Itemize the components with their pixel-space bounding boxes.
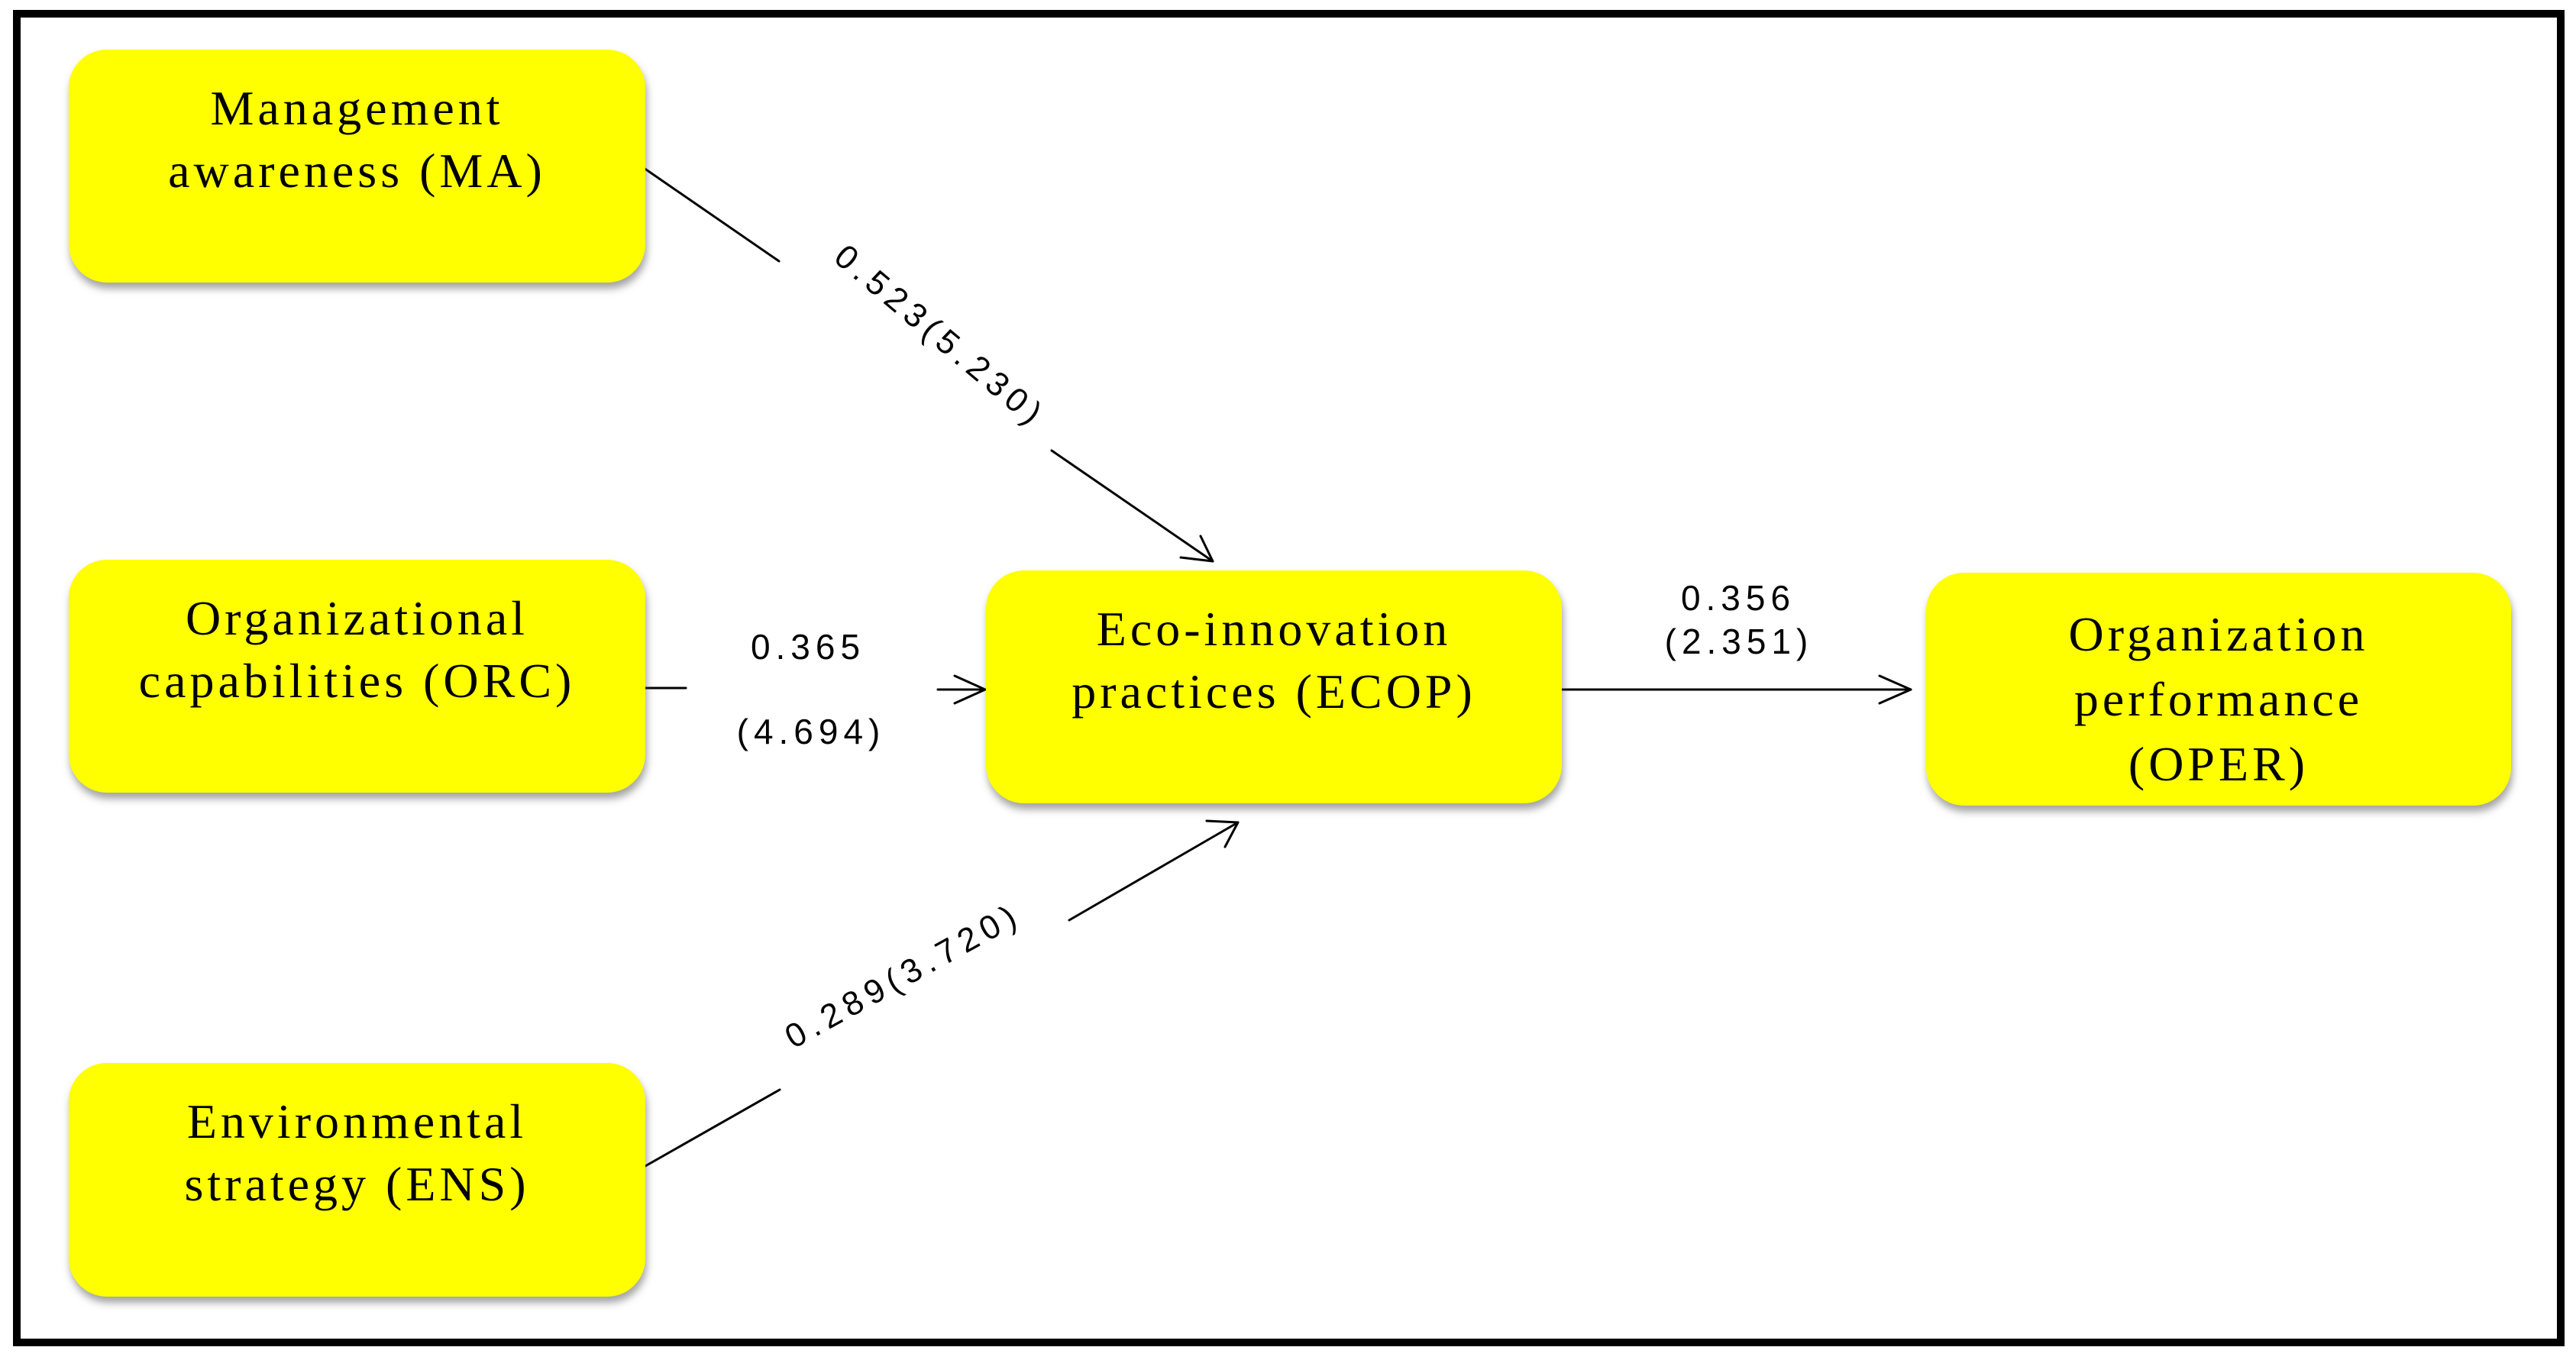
edge-label-orc-ecop-t-value: (4.694) — [736, 712, 886, 751]
node-label-line: Eco-innovation — [1096, 602, 1452, 656]
node-label-line: strategy (ENS) — [184, 1157, 530, 1211]
edge-label-ecop-oper-coefficient: 0.356 — [1680, 578, 1796, 618]
node-eco-innovation-practices: Eco-innovation practices (ECOP) — [986, 570, 1562, 803]
node-label-line: (OPER) — [2128, 737, 2309, 791]
node-label-line: Management — [210, 81, 504, 135]
node-environmental-strategy: Environmental strategy (ENS) — [69, 1063, 645, 1297]
node-organization-performance: Organization performance (OPER) — [1926, 573, 2511, 806]
node-label-line: Environmental — [186, 1094, 528, 1148]
edge-label-orc-ecop-coefficient: 0.365 — [750, 627, 866, 667]
node-label-line: capabilities (ORC) — [138, 654, 576, 708]
node-label-line: performance — [2073, 672, 2364, 726]
node-label-line: Organizational — [185, 591, 529, 645]
edge-label-ecop-oper-t-value: (2.351) — [1664, 622, 1814, 661]
node-organizational-capabilities: Organizational capabilities (ORC) — [69, 560, 645, 793]
node-label-line: awareness (MA) — [168, 144, 546, 198]
node-label-line: practices (ECOP) — [1071, 664, 1476, 719]
node-management-awareness: Management awareness (MA) — [69, 50, 645, 283]
node-label-line: Organization — [2068, 607, 2369, 661]
